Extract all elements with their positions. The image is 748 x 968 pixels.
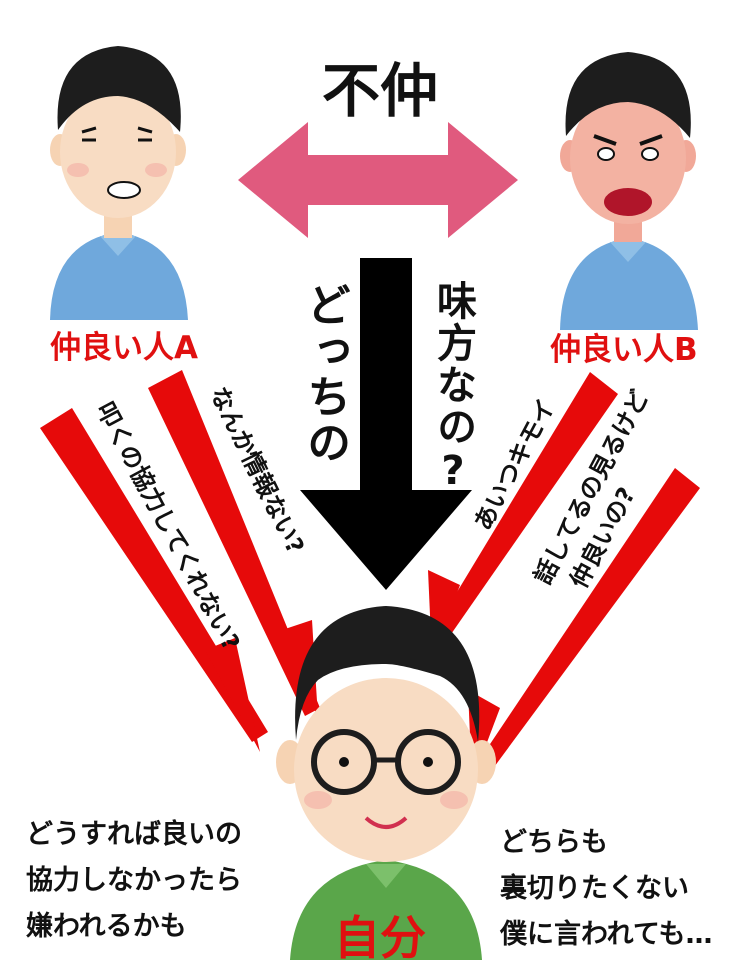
red-arrow-4 bbox=[474, 468, 700, 778]
center-text-right: 味方なの? bbox=[430, 280, 476, 496]
pink-double-arrow bbox=[238, 122, 518, 238]
thought-left-1: どうすれば良いの bbox=[26, 819, 242, 850]
thought-left-3: 嫌われるかも bbox=[26, 911, 187, 942]
center-text-left: どっちの bbox=[299, 282, 350, 466]
self-label: 自分 bbox=[334, 911, 426, 965]
red-arrow-1-head bbox=[205, 638, 260, 752]
self-figure bbox=[276, 606, 496, 960]
red-arrow-2-head bbox=[282, 620, 318, 718]
person-a-figure bbox=[50, 46, 188, 320]
thought-right-3: 僕に言われても… bbox=[500, 919, 713, 950]
thoughts-right: どちらも 裏切りたくない 僕に言われても… bbox=[500, 820, 713, 958]
thoughts-left: どうすれば良いの 協力しなかったら 嫌われるかも bbox=[26, 812, 242, 950]
person-a-label: 仲良い人A bbox=[50, 330, 198, 366]
thought-right-2: 裏切りたくない bbox=[500, 873, 689, 904]
title-conflict: 不仲 bbox=[322, 57, 439, 125]
person-b-label: 仲良い人B bbox=[550, 332, 698, 368]
red-arrow-3 bbox=[428, 372, 618, 650]
black-down-arrow bbox=[300, 258, 472, 590]
red-arrow-2 bbox=[148, 370, 320, 716]
person-b-figure bbox=[560, 52, 698, 330]
thought-left-2: 協力しなかったら bbox=[26, 865, 242, 896]
thought-right-1: どちらも bbox=[500, 827, 608, 858]
